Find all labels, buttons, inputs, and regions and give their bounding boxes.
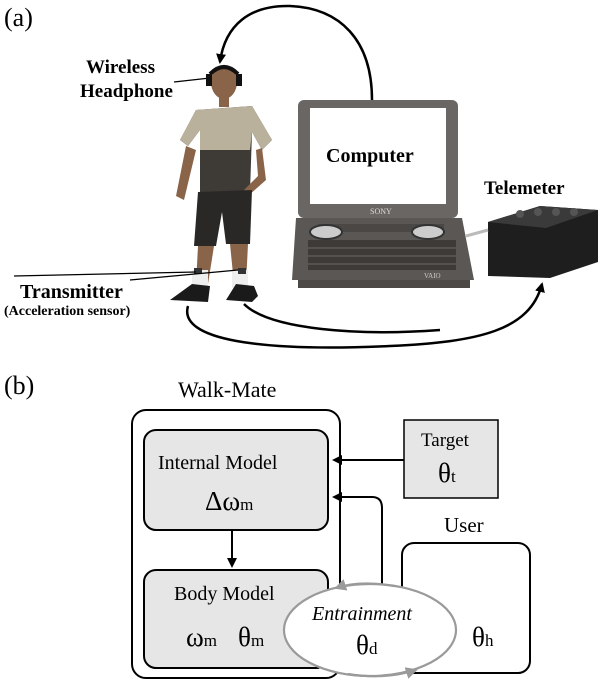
entrainment-arrow-left xyxy=(334,579,395,591)
body-model-theta: θm xyxy=(238,622,264,652)
transmitter-pointer-2 xyxy=(129,269,239,281)
entrainment-to-internal-arrow xyxy=(332,492,383,592)
user-label: User xyxy=(444,513,484,537)
transmitter-cable-right xyxy=(243,303,441,334)
computer-label: Computer xyxy=(326,145,414,167)
walking-person-figure xyxy=(170,65,272,302)
transmitter-pointer xyxy=(13,271,197,277)
target-symbol: θt xyxy=(438,458,456,488)
laptop-computer: SONY VAIO xyxy=(292,100,474,288)
body-model-title: Body Model xyxy=(174,583,275,605)
entrainment-arrow-right xyxy=(347,667,418,679)
telemeter-device xyxy=(465,206,598,278)
body-model-omega: ωm xyxy=(186,622,217,652)
headphone-cable xyxy=(216,4,374,101)
transmitter-cable-left xyxy=(185,282,545,349)
entrainment-label: Entrainment xyxy=(311,603,412,625)
transmitter-label: Transmitter (Acceleration sensor) xyxy=(4,281,131,319)
panel-a-label: (a) xyxy=(4,3,33,32)
headphone-pointer xyxy=(173,77,211,83)
user-symbol: θh xyxy=(472,622,494,652)
internal-model-title: Internal Model xyxy=(158,452,278,474)
laptop-brand: SONY xyxy=(370,207,392,216)
internal-model-symbol: Δωm xyxy=(205,486,253,516)
entrainment-ellipse xyxy=(282,582,458,678)
svg-text:Headphone: Headphone xyxy=(80,81,173,102)
internal-model-box xyxy=(143,429,329,531)
panel-b-label: (b) xyxy=(4,371,34,400)
laptop-badge: VAIO xyxy=(424,272,441,280)
entrainment-symbol: θd xyxy=(356,630,378,660)
svg-text:(Acceleration sensor): (Acceleration sensor) xyxy=(4,304,131,319)
svg-text:Transmitter: Transmitter xyxy=(20,281,123,303)
headphone-label: Wireless Headphone xyxy=(80,57,173,102)
walkmate-label: Walk-Mate xyxy=(178,377,276,402)
telemeter-label: Telemeter xyxy=(484,178,565,199)
svg-text:Wireless: Wireless xyxy=(86,57,155,78)
target-title: Target xyxy=(421,430,470,451)
